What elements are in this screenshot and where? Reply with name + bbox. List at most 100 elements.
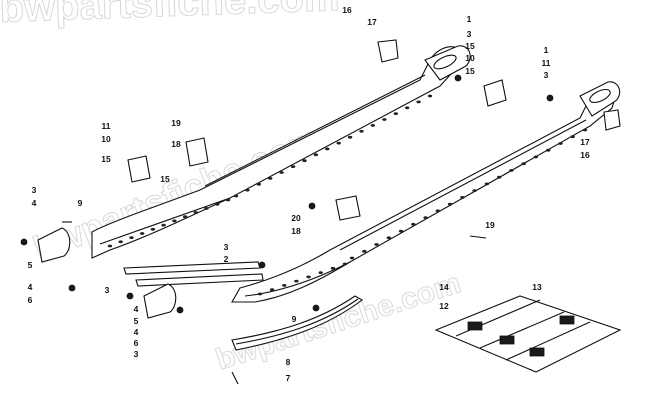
- rail-hole: [318, 271, 323, 274]
- rail-hole: [107, 244, 113, 248]
- rail-hole: [193, 211, 198, 214]
- callout-label: 10: [465, 53, 475, 63]
- rail-hole: [558, 142, 563, 145]
- rail-hole: [282, 284, 287, 287]
- rail-hole: [546, 148, 551, 152]
- fasteners: [20, 74, 554, 385]
- callout-label: 14: [439, 282, 449, 292]
- rail-hole: [570, 135, 575, 139]
- rail-hole: [268, 177, 273, 180]
- rail-hole: [393, 112, 398, 115]
- callout-label: 4: [28, 282, 33, 292]
- rail-hole: [447, 202, 453, 206]
- callout-label: 18: [291, 226, 301, 236]
- rail-hole: [306, 275, 311, 279]
- callout-label: 4: [32, 198, 37, 208]
- rail-hole: [233, 194, 239, 198]
- rail-hole: [582, 128, 588, 132]
- callout-label: 4: [134, 327, 139, 337]
- callout-label: 11: [542, 58, 551, 68]
- rail-hole: [325, 147, 330, 151]
- rail-hole: [497, 175, 502, 179]
- callout-label: 7: [286, 373, 291, 383]
- rail-hole: [172, 219, 177, 223]
- rail-hole: [386, 236, 391, 240]
- callout-label: 3: [134, 349, 139, 359]
- right-rail-holes: [257, 128, 588, 296]
- callout-label: 16: [580, 150, 590, 160]
- rail-hole: [257, 292, 263, 296]
- left-rail-holes: [107, 94, 433, 248]
- rail-hole: [423, 216, 428, 220]
- rear-shock-bracket: [127, 39, 621, 221]
- callout-label: 4: [134, 304, 139, 314]
- callout-label: 15: [465, 41, 475, 51]
- rail-hole: [342, 262, 348, 266]
- rail-hole: [279, 171, 284, 174]
- watermark-text-bottom: bwpartsfiche.com: [212, 266, 465, 376]
- rail-hole: [182, 215, 188, 219]
- callout-label: 5: [134, 316, 139, 326]
- rail-hole: [150, 227, 156, 231]
- callout-label: 1: [544, 45, 549, 55]
- callout-label: 9: [78, 198, 83, 208]
- callout-label: 3: [105, 285, 110, 295]
- callout-label: 11: [102, 121, 111, 131]
- callout-label: 3: [467, 29, 472, 39]
- rail-hole: [347, 135, 353, 139]
- callout-label: 3: [32, 185, 37, 195]
- callout-label: 10: [101, 134, 111, 144]
- right-slide-rail: [231, 81, 621, 303]
- rail-hole: [411, 222, 416, 226]
- rail-hole: [330, 266, 336, 270]
- rail-hole: [245, 188, 250, 192]
- rail-hole: [416, 100, 421, 104]
- rail-hole: [374, 243, 379, 246]
- callout-label: 6: [134, 338, 139, 348]
- rail-hole: [427, 94, 433, 98]
- callout-label: 17: [367, 17, 377, 27]
- rail-hole: [362, 249, 367, 253]
- callout-label: 3: [224, 242, 229, 252]
- callout-label: 19: [171, 118, 181, 128]
- rail-hole: [370, 124, 376, 127]
- rail-hole: [521, 162, 526, 166]
- rail-hole: [294, 279, 299, 283]
- rail-hole: [290, 165, 296, 169]
- rail-hole: [269, 288, 275, 292]
- callout-label: 20: [291, 213, 301, 223]
- rail-hole: [204, 207, 209, 210]
- rail-hole: [302, 159, 307, 163]
- rail-hole: [129, 236, 134, 240]
- callout-label: 18: [171, 139, 181, 149]
- callout-label: 15: [101, 154, 111, 164]
- wear-strip: [231, 295, 363, 351]
- callout-label: 15: [465, 66, 475, 76]
- cross-shafts: [123, 261, 264, 287]
- rail-hole: [349, 256, 355, 260]
- callout-label: 9: [292, 314, 297, 324]
- rail-hole: [118, 240, 123, 244]
- callout-label: 6: [28, 295, 33, 305]
- rail-hole: [398, 229, 404, 233]
- rail-hole: [359, 129, 364, 133]
- callout-label: 12: [439, 301, 449, 311]
- watermark-text-top: bwpartsfiche.com: [0, 0, 340, 31]
- rail-hole: [313, 153, 319, 157]
- callout-label: 19: [485, 220, 495, 230]
- rail-hole: [509, 169, 514, 172]
- callout-label: 17: [580, 137, 590, 147]
- rail-hole: [405, 106, 410, 110]
- callout-label: 1: [467, 14, 472, 24]
- rail-hole: [533, 155, 539, 159]
- callout-label: 3: [544, 70, 549, 80]
- end-caps: [37, 227, 177, 319]
- rail-hole: [225, 198, 231, 202]
- rail-hole: [140, 232, 145, 235]
- rail-hole: [460, 196, 465, 199]
- rail-hole: [215, 202, 220, 206]
- track-clips: [434, 295, 622, 373]
- left-slide-rail: [91, 45, 471, 259]
